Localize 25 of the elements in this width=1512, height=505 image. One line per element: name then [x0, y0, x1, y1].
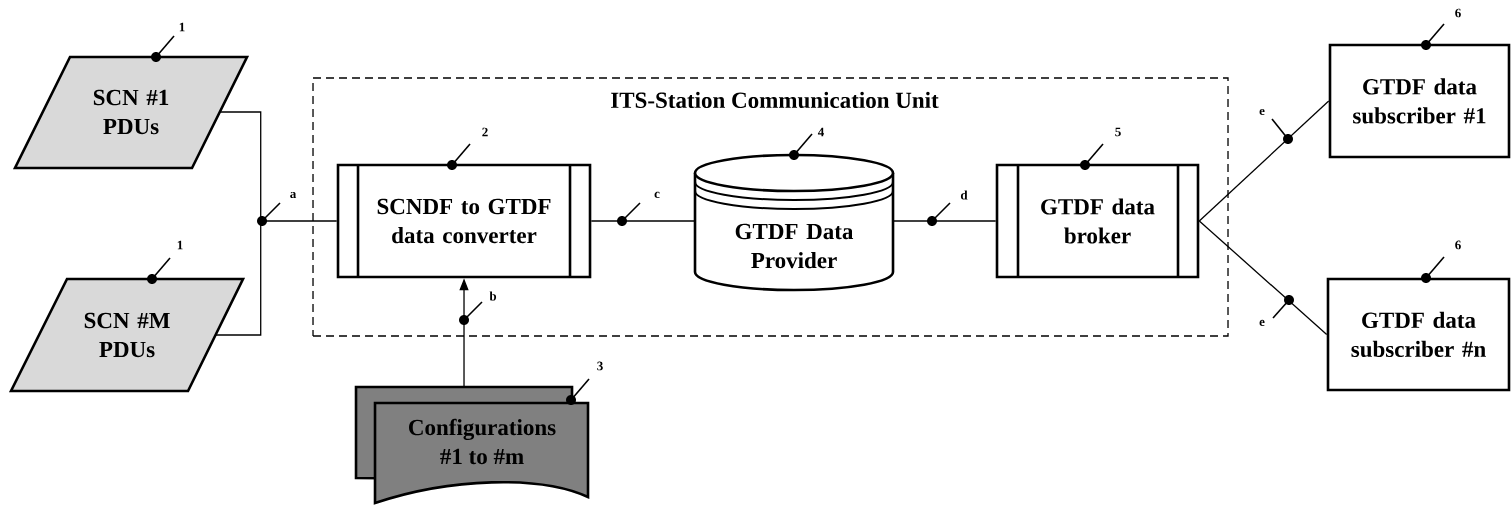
callout-number: 6 — [1455, 8, 1461, 18]
process-box: GTDF data broker — [995, 163, 1200, 279]
connector-line — [892, 220, 997, 222]
edge-label: c — [654, 191, 660, 199]
callout-number: 2 — [482, 127, 488, 137]
connector-line — [1198, 100, 1330, 222]
database-cylinder: GTDF Data Provider — [693, 153, 895, 292]
callout-number: 5 — [1115, 127, 1121, 137]
callout-number: 4 — [817, 127, 824, 137]
callout-number: 1 — [177, 240, 183, 250]
connector-line — [1198, 220, 1328, 336]
process-box: SCNDF to GTDF data converter — [336, 163, 592, 279]
callout-number: 1 — [179, 22, 185, 32]
callout-number: 3 — [597, 361, 603, 371]
process-box: GTDF data subscriber #n — [1326, 277, 1511, 392]
document-stack: Configurations #1 to #m — [354, 385, 590, 505]
process-box: GTDF data subscriber #1 — [1328, 43, 1511, 159]
edge-label: d — [960, 190, 968, 200]
edge-label: e — [1259, 319, 1265, 327]
connector-line — [214, 111, 338, 336]
edge-label: e — [1259, 108, 1265, 116]
connector-line — [590, 220, 696, 222]
callout-number: 6 — [1455, 240, 1461, 250]
edge-label: a — [290, 191, 297, 199]
edge-label: b — [489, 291, 497, 301]
